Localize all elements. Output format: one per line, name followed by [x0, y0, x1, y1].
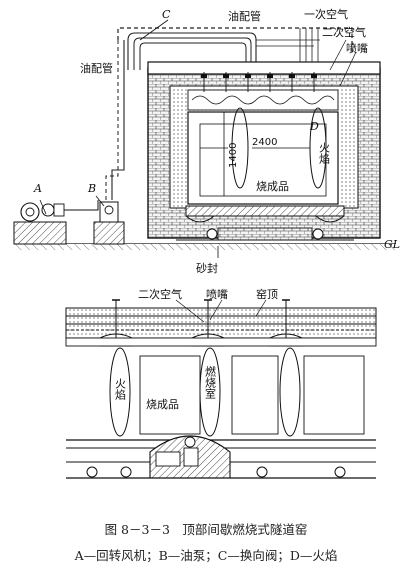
label-oil-pipe-top: 油配管: [228, 9, 261, 23]
firing-chamber: [187, 111, 339, 205]
label-a: A: [33, 182, 42, 195]
label-nozzle-bottom: 喷嘴: [206, 288, 228, 301]
label-combustion-chamber: 燃烧室: [204, 365, 217, 399]
label-c: C: [162, 8, 171, 21]
label-secondary-air-bottom: 二次空气: [138, 287, 182, 301]
flame-bottom-right: [279, 347, 301, 437]
label-b: B: [87, 182, 96, 195]
label-secondary-air: 二次空气: [322, 25, 366, 39]
nozzle-row: [187, 72, 339, 111]
label-height-dim: 1400: [228, 143, 239, 168]
label-flame-bottom: 火焰: [114, 378, 127, 400]
oil-pipe-bundle: [127, 32, 257, 70]
kiln-cross-section: C 油配管 一次空气 二次空气 喷嘴 油配管 2400 1400 D 火焰 烧成…: [13, 7, 400, 275]
label-sand-seal: 砂封: [196, 261, 218, 275]
label-primary-air: 一次空气: [304, 7, 348, 21]
label-fired-product-top: 烧成品: [256, 180, 289, 193]
figure-caption-legend: A—回转风机；B—油泵；C—换向阀；D—火焰: [74, 548, 338, 563]
primary-air-duct: [117, 27, 353, 52]
kiln-car: [176, 205, 354, 241]
kiln-roof: [65, 307, 377, 339]
label-oil-pipe-left: 油配管: [80, 61, 113, 75]
kiln-longitudinal-section: 二次空气 喷嘴 窑顶 火焰 燃烧室 烧成品: [65, 287, 377, 479]
label-width-dim: 2400: [252, 137, 277, 148]
flame-bottom-left: [109, 347, 131, 437]
oil-pump: [93, 201, 125, 245]
label-nozzle: 喷嘴: [346, 42, 368, 55]
flame-left: [231, 107, 249, 189]
label-kiln-top: 窑顶: [256, 287, 278, 301]
label-d: D: [309, 120, 319, 133]
label-flame-top: 火焰: [318, 142, 331, 164]
label-gl: GL: [384, 238, 400, 251]
label-fired-product-bottom: 烧成品: [146, 398, 179, 411]
figure-caption-title: 图 8－3－3 顶部间歇燃烧式隧道窑: [104, 522, 308, 537]
rotary-blower: [13, 200, 99, 245]
